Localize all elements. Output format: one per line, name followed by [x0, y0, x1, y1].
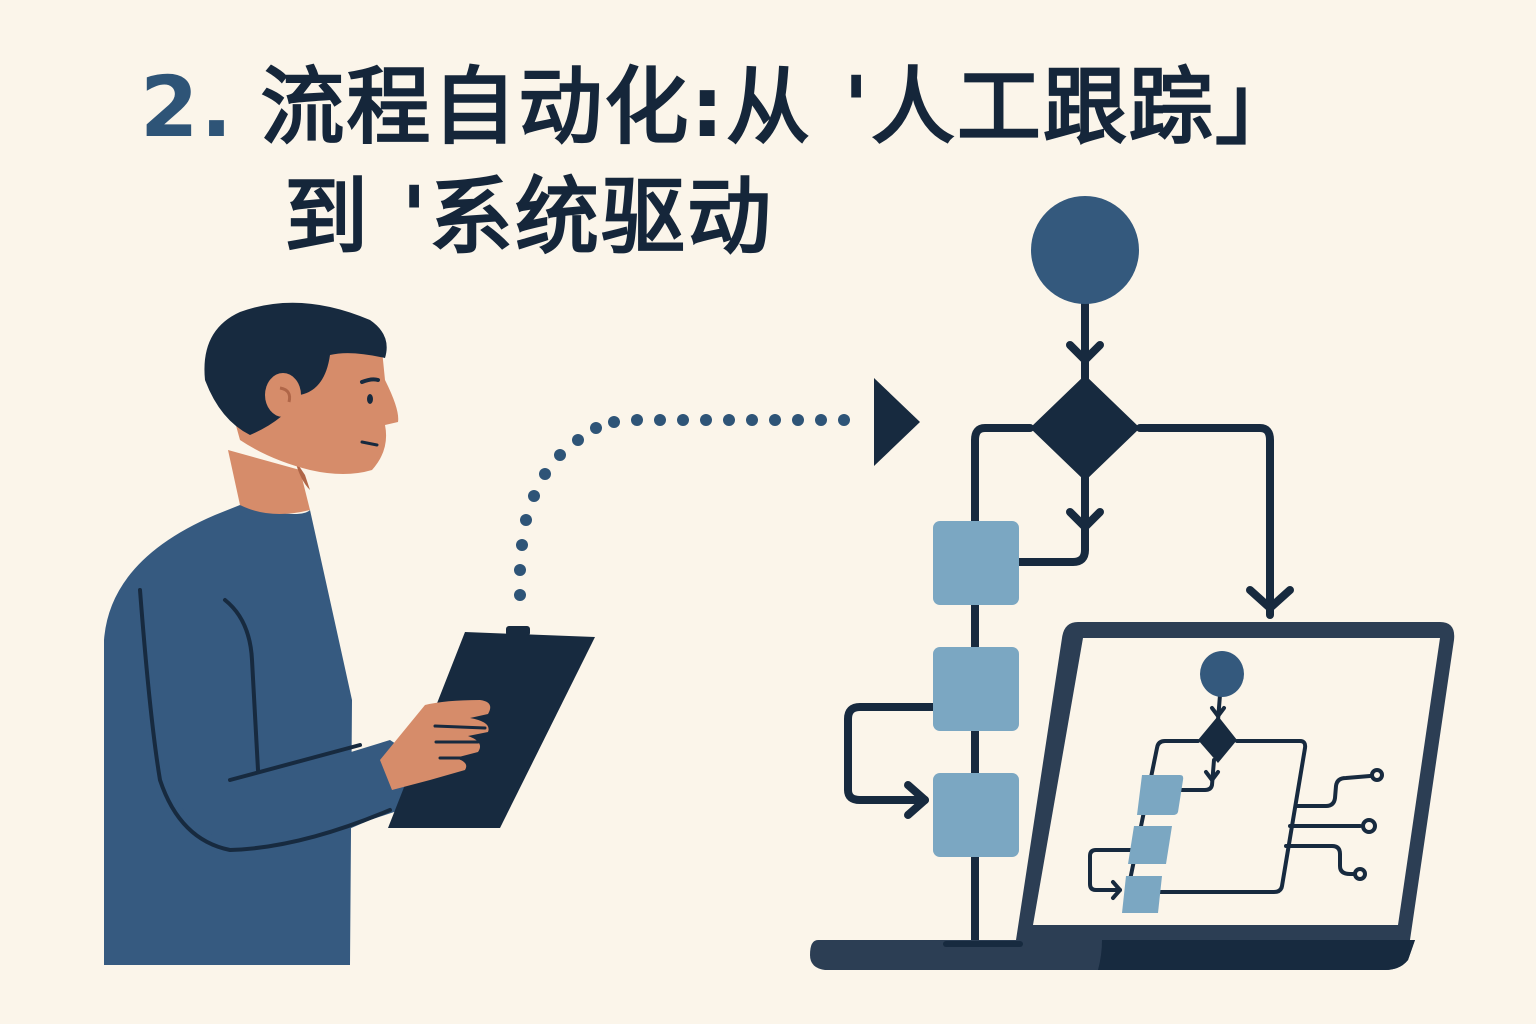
mini-box-1	[1137, 775, 1184, 815]
flowchart	[844, 296, 1294, 954]
title-line-2: 到 '系统驱动	[284, 168, 773, 266]
mouth	[360, 440, 379, 447]
title-line-1: 流程自动化:从 '人工跟踪」	[260, 58, 1301, 156]
mini-box-3	[1122, 876, 1162, 913]
hand	[380, 700, 491, 790]
decision-node	[1030, 375, 1140, 481]
start-node	[1031, 196, 1139, 304]
circuit-node-2	[1361, 818, 1377, 834]
circuit-node-3	[1353, 867, 1367, 881]
neck	[228, 450, 310, 514]
mini-box-2	[1128, 826, 1172, 864]
hair	[204, 302, 387, 435]
arrowhead-icon	[874, 378, 920, 466]
page-title: 2. 流程自动化:从 '人工跟踪」 到 '系统驱动	[140, 52, 1301, 272]
process-box-1	[933, 521, 1019, 605]
process-box-2	[933, 647, 1019, 731]
arm	[130, 600, 430, 852]
dotted-arrow-connector	[514, 378, 920, 601]
mini-flowchart	[1088, 693, 1372, 900]
laptop	[810, 622, 1455, 970]
ear	[265, 373, 301, 417]
mini-start-node	[1200, 651, 1244, 697]
process-box-3	[933, 773, 1019, 857]
eyebrow	[360, 377, 380, 384]
eye	[367, 394, 373, 404]
section-number: 2.	[140, 58, 235, 156]
circuit-node-1	[1370, 768, 1384, 782]
person-figure	[104, 302, 595, 965]
mini-decision-node	[1198, 716, 1237, 763]
clipboard	[388, 632, 595, 828]
